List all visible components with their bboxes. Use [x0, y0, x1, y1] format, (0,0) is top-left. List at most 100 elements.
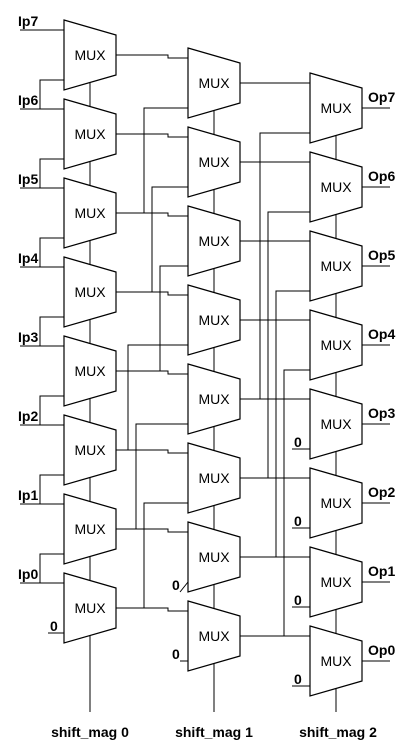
- mux-label: MUX: [198, 312, 230, 328]
- mux-body: [63, 256, 117, 328]
- input-label-ip6: Ip6: [18, 92, 38, 108]
- s0-to-s1-shift-3: [115, 186, 188, 293]
- mux-s1-r4: MUX: [187, 363, 241, 435]
- muxes: MUX MUX MUX MUX MUX MUX MUX MUX MUX MUX MUX MUX MUX M…: [63, 19, 363, 697]
- s0-to-s1-shift-4: [115, 265, 188, 372]
- zero-label-s1a: 0: [172, 577, 180, 593]
- mux-label: MUX: [320, 258, 352, 274]
- zero-label-s2-5: 0: [294, 513, 302, 529]
- zero-s1a-wire: [179, 581, 189, 593]
- mux-body: [63, 414, 117, 486]
- mux-label: MUX: [74, 284, 106, 300]
- mux-s1-r1: MUX: [187, 126, 241, 198]
- mux-s2-r1: MUX: [309, 151, 363, 223]
- input-ip6-shift-wire: [39, 79, 64, 109]
- mux-label: MUX: [198, 391, 230, 407]
- input-label-ip2: Ip2: [18, 408, 38, 424]
- mux-s1-r0: MUX: [187, 47, 241, 119]
- mux-body: [63, 335, 117, 407]
- input-ip1-shift-wire: [39, 474, 64, 504]
- mux-body: [309, 388, 363, 460]
- output-label-op0: Op0: [368, 642, 395, 658]
- labels: Ip7Ip6Ip5Ip4Ip3Ip2Ip1Ip0Op7Op6Op5Op4Op3O…: [18, 13, 395, 740]
- s1-to-s2-shift-6: [240, 290, 310, 558]
- mux-body: [63, 177, 117, 249]
- mux-body: [63, 572, 117, 644]
- mux-body: [63, 98, 117, 170]
- mux-s2-r5: MUX: [309, 467, 363, 539]
- zero-label-s2-7: 0: [294, 671, 302, 687]
- mux-body: [309, 309, 363, 381]
- zero-label-s1b: 0: [172, 646, 180, 662]
- mux-body: [187, 284, 241, 356]
- mux-s0-r5: MUX: [63, 414, 117, 486]
- mux-s0-r6: MUX: [63, 493, 117, 565]
- output-label-op6: Op6: [368, 168, 395, 184]
- input-ip0-shift-wire: [39, 553, 64, 583]
- mux-label: MUX: [320, 179, 352, 195]
- mux-label: MUX: [74, 442, 106, 458]
- mux-label: MUX: [320, 416, 352, 432]
- mux-label: MUX: [198, 233, 230, 249]
- mux-s2-r7: MUX: [309, 625, 363, 697]
- mux-s0-r1: MUX: [63, 98, 117, 170]
- mux-body: [187, 363, 241, 435]
- shift-mag-2-label: shift_mag 2: [299, 724, 377, 740]
- mux-label: MUX: [198, 75, 230, 91]
- mux-label: MUX: [198, 154, 230, 170]
- output-label-op3: Op3: [368, 405, 395, 421]
- s0-to-s1-straight-6: [116, 528, 188, 533]
- mux-s1-r5: MUX: [187, 442, 241, 514]
- mux-body: [187, 205, 241, 277]
- s0-to-s1-shift-7: [115, 502, 188, 609]
- output-label-op7: Op7: [368, 89, 395, 105]
- input-label-ip7: Ip7: [18, 13, 38, 29]
- mux-s0-r2: MUX: [63, 177, 117, 249]
- s0-to-s1-shift-5: [115, 344, 188, 451]
- mux-label: MUX: [74, 205, 106, 221]
- input-ip2-shift-wire: [39, 395, 64, 425]
- mux-label: MUX: [198, 549, 230, 565]
- mux-label: MUX: [320, 100, 352, 116]
- output-label-op4: Op4: [368, 326, 395, 342]
- mux-s0-r3: MUX: [63, 256, 117, 328]
- s1-to-s2-shift-7: [240, 369, 310, 637]
- output-label-op2: Op2: [368, 484, 395, 500]
- mux-body: [187, 126, 241, 198]
- shift-mag-1-label: shift_mag 1: [175, 724, 253, 740]
- mux-body: [187, 600, 241, 672]
- input-ip4-shift-wire: [39, 237, 64, 267]
- mux-body: [309, 467, 363, 539]
- mux-label: MUX: [198, 628, 230, 644]
- mux-s0-r7: MUX: [63, 572, 117, 644]
- mux-label: MUX: [320, 574, 352, 590]
- zero-label-s0: 0: [50, 618, 58, 634]
- mux-label: MUX: [320, 495, 352, 511]
- mux-body: [63, 19, 117, 91]
- mux-s2-r2: MUX: [309, 230, 363, 302]
- input-label-ip5: Ip5: [18, 171, 38, 187]
- mux-s1-r6: MUX: [187, 521, 241, 593]
- input-label-ip0: Ip0: [18, 566, 38, 582]
- output-label-op1: Op1: [368, 563, 395, 579]
- mux-label: MUX: [74, 363, 106, 379]
- s0-to-s1-straight-5: [116, 449, 188, 454]
- s0-to-s1-shift-2: [115, 107, 188, 214]
- s0-to-s1-straight-0: [116, 54, 188, 59]
- s0-to-s1-straight-1: [116, 133, 188, 138]
- mux-body: [187, 442, 241, 514]
- input-label-ip3: Ip3: [18, 329, 38, 345]
- zero-label-s2-6: 0: [294, 592, 302, 608]
- mux-s0-r0: MUX: [63, 19, 117, 91]
- output-label-op5: Op5: [368, 247, 395, 263]
- mux-label: MUX: [198, 470, 230, 486]
- mux-label: MUX: [74, 521, 106, 537]
- input-ip3-shift-wire: [39, 316, 64, 346]
- mux-s1-r7: MUX: [187, 600, 241, 672]
- mux-body: [309, 72, 363, 144]
- mux-s2-r0: MUX: [309, 72, 363, 144]
- mux-body: [309, 625, 363, 697]
- mux-body: [187, 47, 241, 119]
- mux-label: MUX: [320, 653, 352, 669]
- mux-body: [309, 546, 363, 618]
